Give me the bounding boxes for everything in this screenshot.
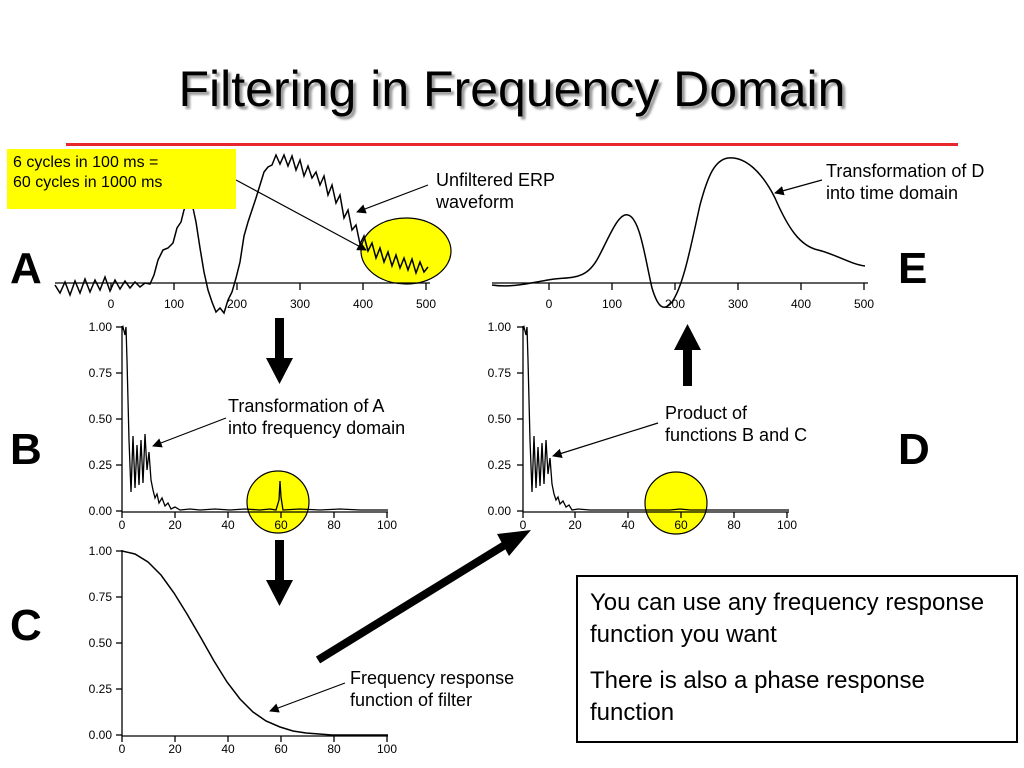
tick-b-x-40: 40 [221, 518, 235, 532]
arrow-c-to-d [315, 530, 531, 664]
tick-b-y-075: 0.75 [89, 366, 113, 380]
label-transform-a-2: into frequency domain [228, 418, 405, 438]
label-unfiltered-2: waveform [435, 192, 514, 212]
note-line-2: There is also a phase response function [590, 667, 925, 726]
tick-c-y-050: 0.50 [89, 636, 113, 650]
tick-d-y-100: 1.00 [488, 320, 512, 334]
tick-a-300: 300 [290, 297, 310, 311]
panel-b: 1.00 0.75 0.50 0.25 0.00 0 20 40 60 80 1… [89, 320, 397, 534]
panel-label-e: E [898, 244, 927, 293]
panel-label-b: B [10, 425, 42, 474]
tick-c-x-40: 40 [221, 742, 235, 756]
tick-c-x-20: 20 [168, 742, 182, 756]
panel-c: 1.00 0.75 0.50 0.25 0.00 0 20 40 60 80 1… [89, 544, 398, 756]
tick-e-200: 200 [665, 297, 685, 311]
tick-d-y-025: 0.25 [488, 458, 512, 472]
tick-c-y-000: 0.00 [89, 728, 113, 742]
callout-line-2: 60 cycles in 1000 ms [13, 174, 163, 191]
arrow-b-to-c [266, 540, 293, 606]
tick-d-y-000: 0.00 [488, 504, 512, 518]
tick-d-x-0: 0 [520, 518, 527, 532]
tick-d-x-100: 100 [777, 518, 797, 532]
tick-c-x-80: 80 [327, 742, 341, 756]
tick-b-y-100: 1.00 [89, 320, 113, 334]
unfiltered-pointer [356, 184, 429, 214]
tick-b-y-050: 0.50 [89, 412, 113, 426]
waveform-e [491, 157, 866, 308]
tick-b-x-100: 100 [377, 518, 397, 532]
tick-c-y-075: 0.75 [89, 590, 113, 604]
tick-e-100: 100 [602, 297, 622, 311]
note-line-1: You can use any frequency response funct… [590, 589, 985, 648]
label-transform-d-2: into time domain [826, 183, 958, 203]
tick-a-500: 500 [416, 297, 436, 311]
tick-a-100: 100 [164, 297, 184, 311]
arrow-d-to-e [674, 324, 701, 386]
title-underline [66, 143, 958, 146]
tick-c-x-100: 100 [377, 742, 397, 756]
tick-a-200: 200 [227, 297, 247, 311]
tick-d-y-075: 0.75 [488, 366, 512, 380]
cycles-callout: 6 cycles in 100 ms = 60 cycles in 1000 m… [7, 149, 236, 209]
tick-b-x-20: 20 [168, 518, 182, 532]
tick-c-x-60: 60 [274, 742, 288, 756]
ticks-a [110, 283, 427, 290]
label-transform-a-1: Transformation of A [228, 396, 384, 416]
label-unfiltered-1: Unfiltered ERP [436, 170, 555, 190]
tick-e-0: 0 [546, 297, 553, 311]
label-product-2: functions B and C [665, 425, 807, 445]
freq-response-pointer [269, 682, 346, 713]
panel-e: 0 100 200 300 400 500 [491, 157, 874, 311]
tick-d-y-050: 0.50 [488, 412, 512, 426]
pointer-lines [152, 179, 823, 713]
tick-b-x-60: 60 [274, 518, 288, 532]
label-freq-response-1: Frequency response [350, 668, 514, 688]
slide-title: Filtering in Frequency Domain [178, 61, 846, 117]
tick-e-500: 500 [854, 297, 874, 311]
tick-e-300: 300 [728, 297, 748, 311]
arrow-a-to-b [266, 318, 293, 384]
panel-d: 1.00 0.75 0.50 0.25 0.00 0 20 40 60 80 1… [488, 320, 797, 535]
tick-b-y-000: 0.00 [89, 504, 113, 518]
panel-a: 0 100 200 300 400 500 [54, 152, 452, 315]
label-freq-response-2: function of filter [350, 690, 472, 710]
tick-d-x-40: 40 [621, 518, 635, 532]
callout-pointer [235, 179, 367, 251]
spectrum-b [121, 324, 388, 511]
waveform-a [54, 152, 429, 315]
transform-a-pointer [152, 417, 227, 448]
tick-b-x-0: 0 [119, 518, 126, 532]
tick-d-x-80: 80 [727, 518, 741, 532]
callout-line-1: 6 cycles in 100 ms = [13, 154, 159, 171]
tick-d-x-20: 20 [568, 518, 582, 532]
tick-b-y-025: 0.25 [89, 458, 113, 472]
note-box: You can use any frequency response funct… [576, 575, 1018, 743]
tick-b-x-80: 80 [327, 518, 341, 532]
panel-label-d: D [898, 425, 930, 474]
tick-a-0: 0 [108, 297, 115, 311]
tick-a-400: 400 [353, 297, 373, 311]
spectrum-d [522, 324, 789, 511]
panel-label-a: A [10, 244, 42, 293]
tick-e-400: 400 [791, 297, 811, 311]
tick-c-x-0: 0 [119, 742, 126, 756]
label-product-1: Product of [665, 403, 748, 423]
tick-c-y-025: 0.25 [89, 682, 113, 696]
filter-response-c [121, 550, 388, 736]
tick-c-y-100: 1.00 [89, 544, 113, 558]
label-transform-d-1: Transformation of D [826, 161, 984, 181]
product-pointer [552, 422, 659, 458]
transform-d-pointer [774, 179, 823, 196]
tick-d-x-60: 60 [674, 518, 688, 532]
highlight-circle-d [644, 471, 708, 535]
panel-label-c: C [10, 601, 42, 650]
